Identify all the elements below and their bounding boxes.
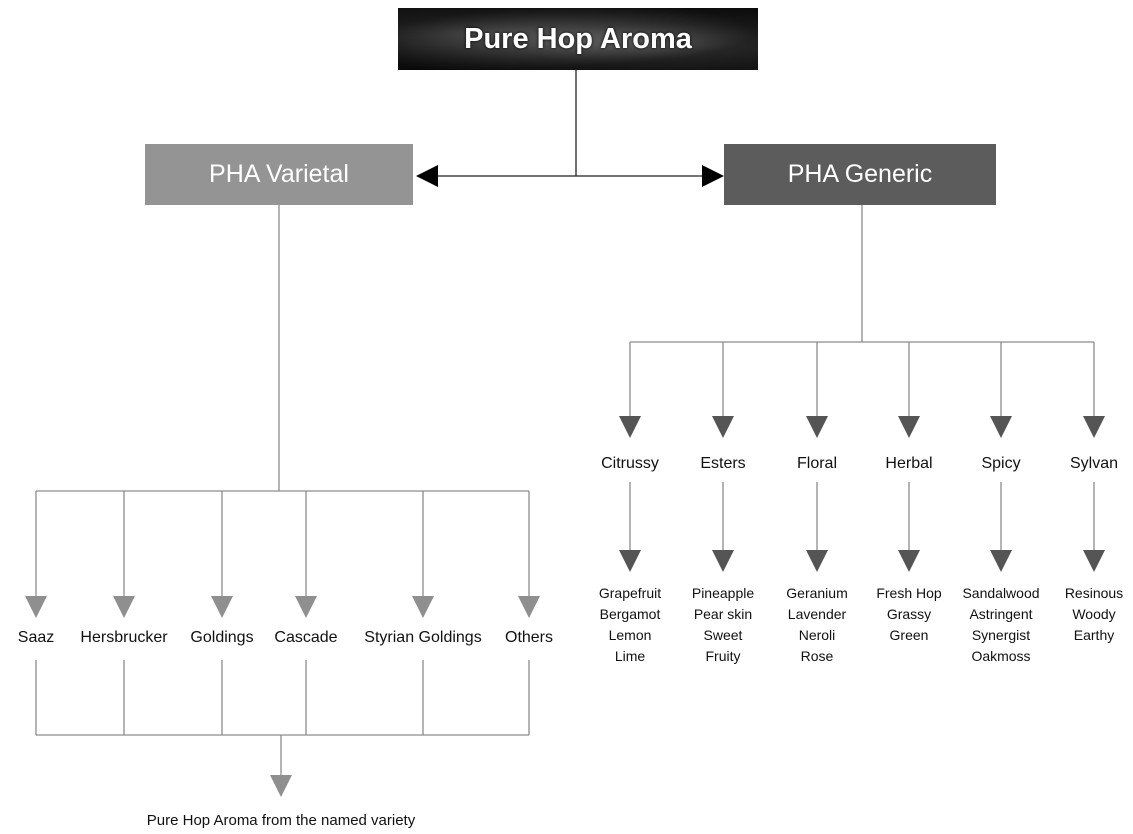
varietal-result: Pure Hop Aroma from the named variety <box>146 812 416 829</box>
root-title: Pure Hop Aroma <box>464 22 692 55</box>
variety-label: Cascade <box>274 629 338 646</box>
arrow-down-icon <box>619 550 641 572</box>
descriptor-list: Geranium Lavender Neroli Rose <box>786 583 847 667</box>
descriptor: Pear skin <box>693 606 753 622</box>
descriptor: Grassy <box>886 606 932 622</box>
variety-label: Hersbrucker <box>80 629 168 646</box>
generic-title: PHA Generic <box>787 160 933 188</box>
arrow-down-icon <box>412 596 434 618</box>
arrow-down-icon <box>806 550 828 572</box>
descriptor: Neroli <box>798 627 836 643</box>
arrow-down-icon <box>619 416 641 438</box>
descriptor: Green <box>889 627 929 643</box>
descriptor: Pineapple <box>691 585 755 601</box>
descriptor: Sweet <box>703 627 743 643</box>
descriptor-list: Pineapple Pear skin Sweet Fruity <box>692 583 754 667</box>
arrow-down-icon <box>295 596 317 618</box>
arrow-down-icon <box>518 596 540 618</box>
category-label: Herbal <box>885 455 933 472</box>
arrow-down-icon <box>211 596 233 618</box>
arrow-down-icon <box>712 550 734 572</box>
variety-label: Others <box>504 629 554 646</box>
varietal-title: PHA Varietal <box>209 160 349 188</box>
arrow-down-icon <box>270 775 292 797</box>
root-node: Pure Hop Aroma <box>398 8 758 70</box>
generic-node: PHA Generic <box>724 144 996 205</box>
arrow-down-icon <box>898 550 920 572</box>
descriptor: Sandalwood <box>962 585 1040 601</box>
descriptor: Lemon <box>608 627 652 643</box>
category-label: Spicy <box>981 455 1021 472</box>
descriptor: Woody <box>1072 606 1116 622</box>
descriptor: Lime <box>614 648 646 664</box>
descriptor: Fresh Hop <box>876 585 942 601</box>
variety-label: Styrian Goldings <box>364 629 482 646</box>
descriptor-list: Resinous Woody Earthy <box>1065 583 1123 646</box>
descriptor-list: Grapefruit Bergamot Lemon Lime <box>599 583 661 667</box>
category-label: Esters <box>700 455 746 472</box>
descriptor: Bergamot <box>599 606 661 622</box>
arrow-right-icon <box>702 165 724 187</box>
arrow-down-icon <box>806 416 828 438</box>
arrow-left-icon <box>416 165 438 187</box>
arrow-down-icon <box>1083 550 1105 572</box>
arrow-down-icon <box>898 416 920 438</box>
variety-label: Goldings <box>190 629 254 646</box>
descriptor: Rose <box>800 648 834 664</box>
arrow-down-icon <box>990 550 1012 572</box>
descriptor: Resinous <box>1064 585 1124 601</box>
arrow-down-icon <box>712 416 734 438</box>
descriptor: Lavender <box>787 606 847 622</box>
descriptor: Grapefruit <box>598 585 662 601</box>
category-label: Floral <box>796 455 838 472</box>
arrow-down-icon <box>1083 416 1105 438</box>
variety-label: Saaz <box>17 629 55 646</box>
descriptor-list: Sandalwood Astringent Synergist Oakmoss <box>962 583 1039 667</box>
varietal-node: PHA Varietal <box>145 144 413 205</box>
arrow-down-icon <box>113 596 135 618</box>
descriptor: Oakmoss <box>971 648 1031 664</box>
arrow-down-icon <box>990 416 1012 438</box>
category-label: Sylvan <box>1069 455 1119 472</box>
category-label: Citrussy <box>601 455 659 472</box>
descriptor: Geranium <box>786 585 848 601</box>
descriptor-list: Fresh Hop Grassy Green <box>876 583 941 646</box>
descriptor: Fruity <box>705 648 741 664</box>
descriptor: Earthy <box>1073 627 1115 643</box>
arrow-down-icon <box>25 596 47 618</box>
descriptor: Synergist <box>971 627 1031 643</box>
descriptor: Astringent <box>969 606 1033 622</box>
